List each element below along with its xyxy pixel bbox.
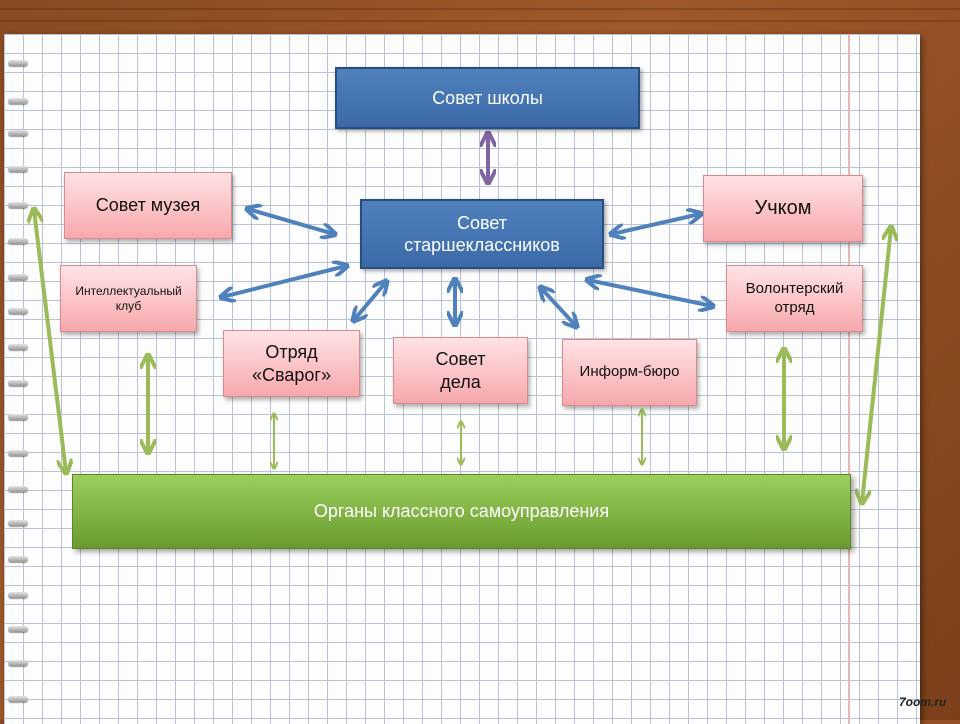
volunteer-squad-label: Волонтерский отряд bbox=[745, 279, 844, 316]
school-council-box: Совет школы bbox=[335, 67, 640, 129]
school-council-label: Совет школы bbox=[432, 87, 543, 108]
arrow-senior-museum bbox=[248, 209, 334, 234]
watermark: 7oom.ru bbox=[899, 695, 947, 709]
museum-council-box: Совет музея bbox=[64, 172, 232, 239]
museum-council-label: Совет музея bbox=[95, 195, 201, 216]
uchkom-box: Учком bbox=[703, 175, 863, 242]
arrow-museum-class bbox=[34, 210, 66, 472]
arrow-uchkom-class bbox=[862, 228, 891, 502]
class-self-government-box: Органы классного самоуправления bbox=[72, 474, 851, 549]
class-self-government-label: Органы классного самоуправления bbox=[313, 501, 610, 522]
council-of-affairs-box: Совет дела bbox=[393, 337, 528, 404]
arrow-senior-club bbox=[222, 266, 346, 297]
svarog-squad-label: Отряд «Сварог» bbox=[252, 342, 331, 385]
inform-bureau-label: Информ-бюро bbox=[579, 363, 680, 381]
senior-council-label: Совет старшеклассников bbox=[404, 212, 560, 256]
arrow-senior-inform bbox=[541, 288, 576, 326]
volunteer-squad-box: Волонтерский отряд bbox=[726, 265, 863, 332]
arrow-senior-volunteer bbox=[588, 280, 712, 306]
arrow-senior-svarog bbox=[354, 282, 386, 320]
intellectual-club-box: Интеллектуальный клуб bbox=[60, 265, 197, 332]
senior-council-box: Совет старшеклассников bbox=[360, 199, 604, 269]
arrow-senior-uchkom bbox=[612, 214, 700, 234]
intellectual-club-label: Интеллектуальный клуб bbox=[75, 283, 182, 313]
uchkom-label: Учком bbox=[754, 197, 812, 219]
inform-bureau-box: Информ-бюро bbox=[562, 339, 697, 406]
svarog-squad-box: Отряд «Сварог» bbox=[223, 330, 360, 397]
council-of-affairs-label: Совет дела bbox=[435, 349, 486, 392]
notebook-margin-line bbox=[848, 34, 850, 724]
